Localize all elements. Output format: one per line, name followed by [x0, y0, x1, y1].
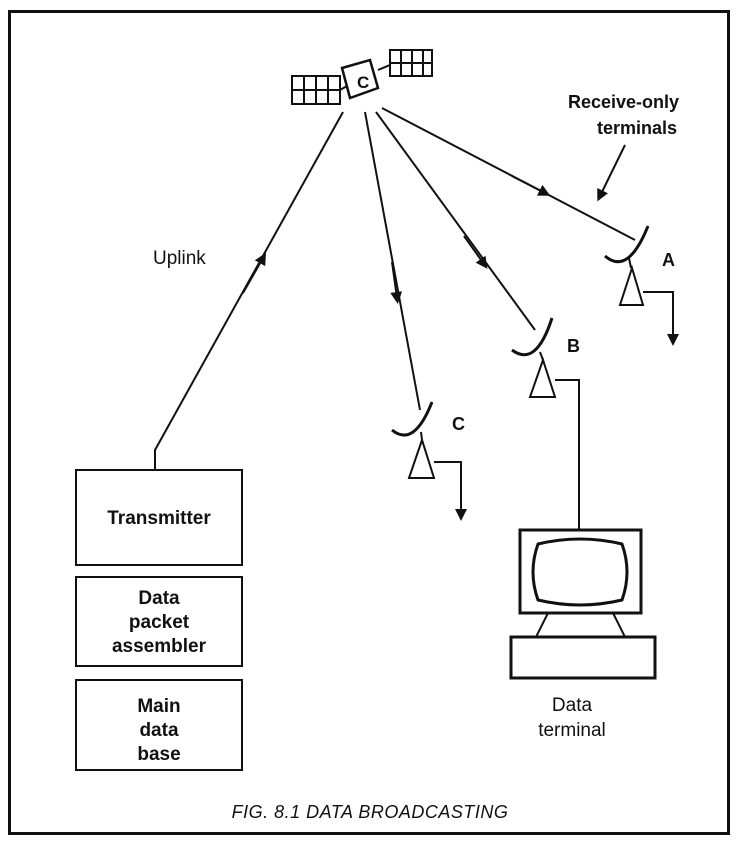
dish-antenna-a-icon: [604, 225, 679, 346]
data-terminal-label-line2: terminal: [538, 720, 606, 741]
terminal-a-label: A: [662, 250, 675, 270]
downlink-b: [375, 111, 536, 331]
satellite-label: C: [357, 73, 369, 92]
figure-caption: FIG. 8.1 DATA BROADCASTING: [232, 802, 509, 822]
database-label-line3: base: [137, 744, 180, 765]
downlink-a: [381, 107, 636, 241]
terminal-c-label: C: [452, 414, 465, 434]
data-terminal-label-line1: Data: [552, 695, 593, 716]
downlink-c: [364, 111, 421, 411]
satellite-icon: [291, 49, 433, 105]
main-database-block: Main data base: [75, 679, 243, 771]
assembler-label-line3: assembler: [112, 636, 207, 657]
database-label-line2: data: [139, 720, 179, 741]
receive-only-label-line2: terminals: [597, 118, 677, 138]
uplink-path: [154, 111, 344, 470]
assembler-label-line2: packet: [129, 612, 190, 633]
dish-antenna-b-icon: [511, 317, 580, 530]
assembler-label-line1: Data: [138, 588, 180, 609]
database-label-line1: Main: [137, 696, 180, 717]
computer-terminal-icon: [509, 528, 657, 680]
transmitter-block: Transmitter: [75, 469, 243, 566]
receive-only-label-line1: Receive-only: [568, 92, 679, 112]
dish-antenna-c-icon: [391, 401, 467, 521]
transmitter-label: Transmitter: [107, 508, 211, 529]
packet-assembler-block: Data packet assembler: [75, 576, 243, 667]
terminal-b-label: B: [567, 336, 580, 356]
uplink-label: Uplink: [153, 248, 206, 269]
receive-only-pointer: [597, 144, 626, 202]
